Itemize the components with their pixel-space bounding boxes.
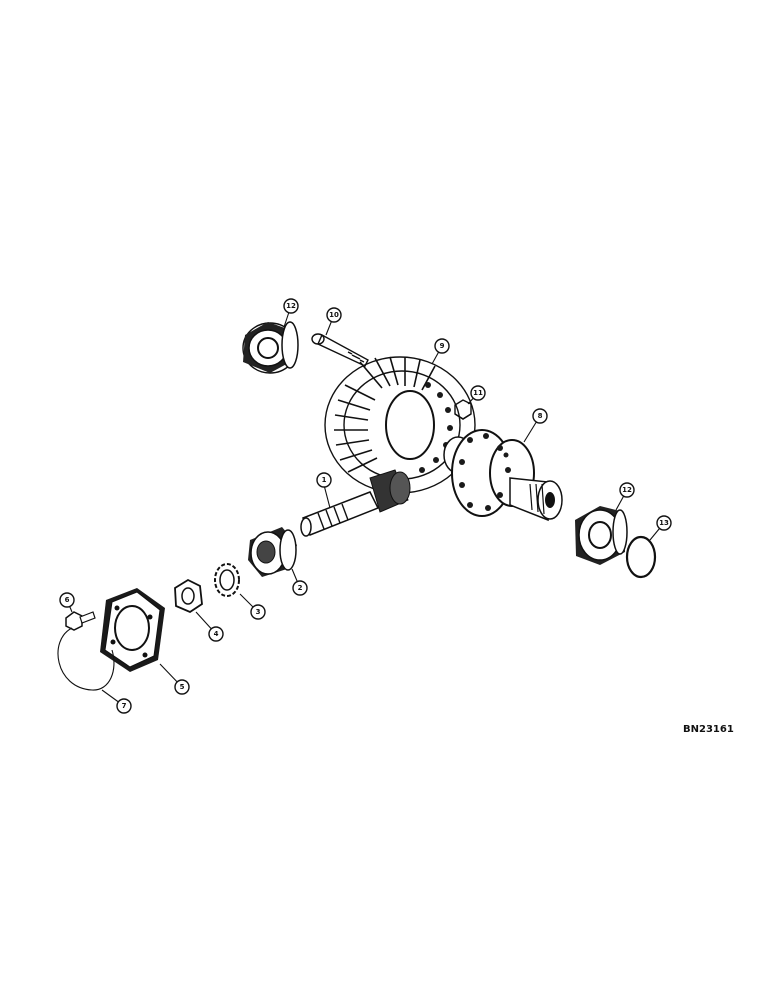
callout-label: 4 [214, 630, 219, 638]
part-nut-4 [174, 578, 203, 614]
callout-label: 10 [329, 311, 339, 319]
callout-2: 2 [292, 580, 308, 596]
callout-8: 8 [532, 408, 548, 424]
callout-7: 7 [116, 698, 132, 714]
callout-label: 13 [659, 519, 669, 527]
part-lock-washer [214, 563, 240, 597]
part-pinion-bearing [248, 527, 297, 577]
callout-3: 3 [250, 604, 266, 620]
callout-label: 8 [538, 412, 543, 420]
callout-label: 12 [286, 302, 296, 310]
callout-12-upper: 12 [283, 298, 299, 314]
callout-label: 1 [322, 476, 327, 484]
part-bearing-upper [242, 321, 299, 374]
callout-1: 1 [316, 472, 332, 488]
callout-4: 4 [208, 626, 224, 642]
callout-6: 6 [59, 592, 75, 608]
part-gasket-ring [57, 627, 115, 691]
callout-9: 9 [434, 338, 450, 354]
part-pinion-shaft [300, 469, 411, 537]
part-nut-11 [454, 399, 472, 420]
part-snap-ring-13 [625, 535, 657, 579]
callout-5: 5 [174, 679, 190, 695]
callout-label: 2 [298, 584, 303, 592]
callout-11: 11 [470, 385, 486, 401]
part-bearing-right [575, 506, 628, 565]
callout-13: 13 [656, 515, 672, 531]
callout-label: 9 [440, 342, 445, 350]
callout-label: 3 [256, 608, 261, 616]
part-differential-case [443, 429, 563, 522]
part-flange-plate [100, 588, 165, 672]
callout-12-right: 12 [619, 482, 635, 498]
callout-10: 10 [326, 307, 342, 323]
callout-label: 11 [473, 389, 483, 397]
callout-label: 5 [180, 683, 185, 691]
part-bolt-6 [65, 611, 96, 631]
part-code-label: BN23161 [683, 724, 734, 735]
part-ring-gear [324, 356, 476, 494]
callout-label: 6 [65, 596, 70, 604]
callout-label: 7 [122, 702, 127, 710]
callout-label: 12 [622, 486, 632, 494]
part-bolt-10 [311, 333, 369, 367]
